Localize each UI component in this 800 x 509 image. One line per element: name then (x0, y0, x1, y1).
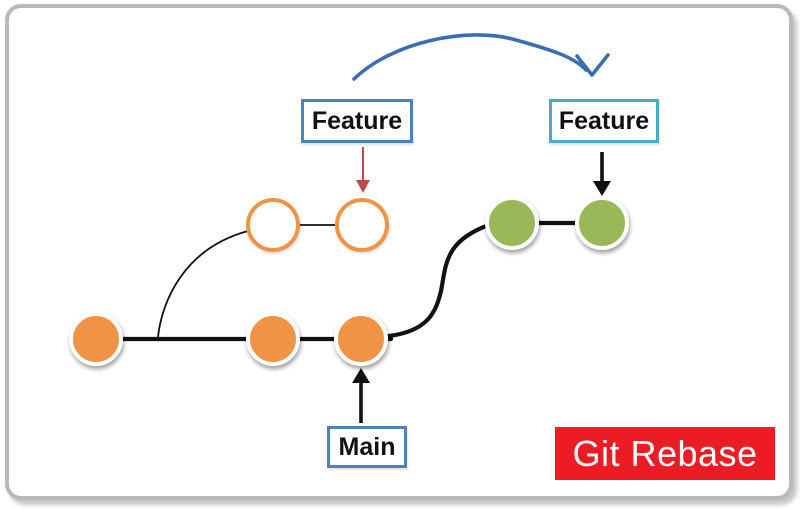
commit-feature-new-2 (575, 196, 629, 250)
commit-main-3 (334, 312, 388, 366)
commit-feature-old-1 (246, 198, 300, 252)
commit-feature-old-2 (335, 198, 389, 252)
feature-fork-curve (157, 230, 249, 338)
commit-feature-new-1 (485, 196, 539, 250)
feature-label-after-text: Feature (558, 106, 650, 135)
feature-before-arrowhead-icon (356, 180, 370, 193)
feature-label-before-text: Feature (311, 106, 403, 135)
commit-main-1 (69, 312, 123, 366)
rebase-s-curve (386, 222, 492, 339)
git-rebase-banner-text: Git Rebase (572, 432, 758, 474)
main-label: Main (327, 426, 407, 468)
rebase-arc-arrowhead-icon (575, 53, 610, 77)
feature-label-before: Feature (301, 99, 413, 143)
rebase-arc-arrow (352, 33, 588, 81)
diagram-frame (5, 4, 793, 500)
main-arrowhead-icon (352, 368, 370, 383)
feature-label-after: Feature (549, 99, 659, 143)
git-rebase-banner: Git Rebase (555, 427, 775, 480)
main-label-text: Main (338, 432, 396, 461)
commit-main-2 (246, 312, 300, 366)
feature-after-arrowhead-icon (593, 181, 611, 196)
